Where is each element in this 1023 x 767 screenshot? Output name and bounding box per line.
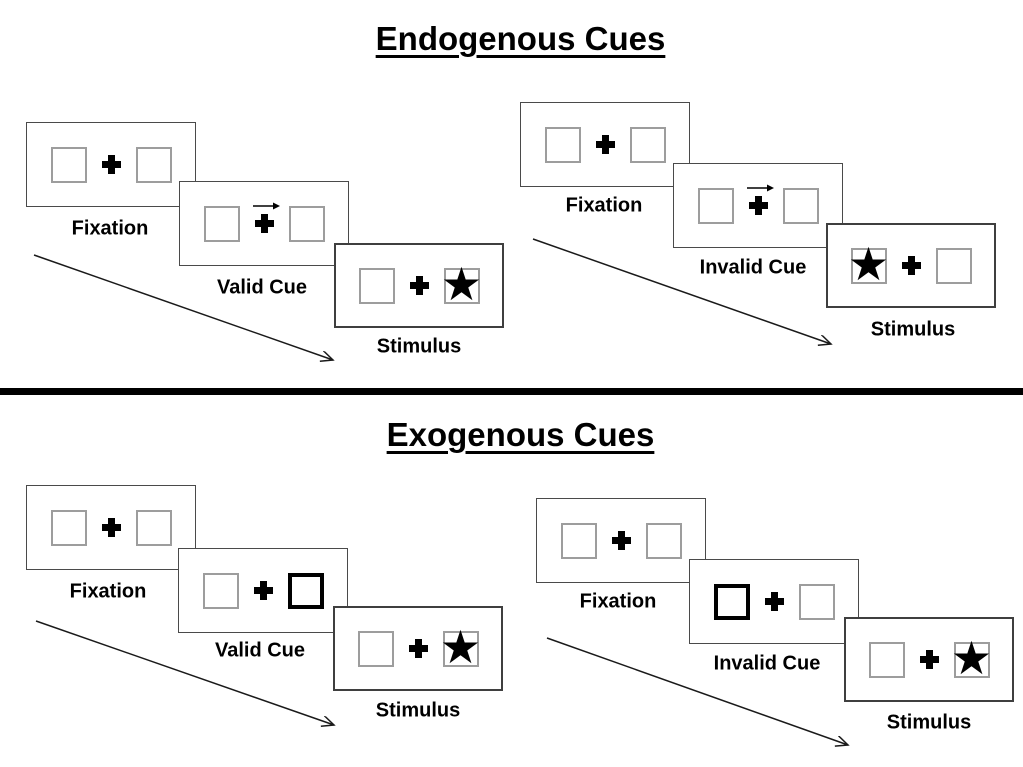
left-placeholder-box (544, 126, 581, 163)
endogenous-section-title: Endogenous Cues (0, 20, 1023, 58)
star-icon: ★ (440, 256, 483, 311)
fixation-cross-icon (253, 581, 273, 600)
stimulus-label: Stimulus (375, 699, 461, 722)
right-placeholder-box (782, 187, 819, 224)
fixation-label: Fixation (69, 580, 147, 603)
right-placeholder-box (629, 126, 666, 163)
cue-arrow-right-icon (253, 202, 280, 210)
right-placeholder-box (135, 509, 172, 546)
fixation-label: Fixation (565, 194, 643, 217)
left-placeholder-box (697, 187, 734, 224)
section-divider (0, 388, 1023, 395)
timeline-arrow (532, 238, 842, 351)
star-icon: ★ (439, 619, 482, 674)
fixation-cross-icon (101, 155, 121, 174)
valid-cue-label: Valid Cue (214, 639, 306, 662)
stimulus-label: Stimulus (886, 711, 972, 734)
left-placeholder-box (203, 205, 240, 242)
fixation-panel (26, 485, 196, 570)
fixation-panel (26, 122, 196, 207)
right-placeholder-box: ★ (440, 624, 481, 670)
left-placeholder-box: ★ (848, 241, 889, 287)
fixation-cross-icon (901, 256, 921, 275)
right-placeholder-box (135, 146, 172, 183)
right-placeholder-box (935, 247, 972, 284)
stimulus-panel: ★ (826, 223, 996, 308)
right-placeholder-box (645, 522, 682, 559)
fixation-cross-icon (595, 135, 615, 154)
fixation-label: Fixation (71, 217, 149, 240)
invalid-cue-panel (689, 559, 859, 644)
left-placeholder-box (358, 267, 395, 304)
right-placeholder-box (798, 583, 835, 620)
fixation-panel (520, 102, 690, 187)
fixation-cross-icon (611, 531, 631, 550)
left-cue-highlight-box (713, 583, 750, 620)
cue-arrow-right-icon (747, 184, 774, 192)
fixation-cross-icon (764, 592, 784, 611)
invalid-cue-panel (673, 163, 843, 248)
left-placeholder-box (50, 509, 87, 546)
timeline-arrow (546, 637, 855, 751)
star-icon: ★ (847, 236, 890, 291)
fixation-label: Fixation (579, 590, 657, 613)
invalid-cue-label: Invalid Cue (713, 652, 821, 675)
exogenous-title-text: Exogenous Cues (386, 416, 655, 453)
valid-cue-label: Valid Cue (216, 276, 308, 299)
star-icon: ★ (950, 630, 993, 685)
stimulus-panel: ★ (844, 617, 1014, 702)
left-placeholder-box (50, 146, 87, 183)
fixation-cross-icon (101, 518, 121, 537)
fixation-cross-icon (919, 650, 939, 669)
fixation-panel (536, 498, 706, 583)
stimulus-panel: ★ (333, 606, 503, 691)
right-placeholder-box: ★ (441, 261, 482, 307)
valid-cue-panel (179, 181, 349, 266)
stimulus-label: Stimulus (376, 335, 462, 358)
timeline-arrow (33, 254, 346, 368)
stimulus-panel: ★ (334, 243, 504, 328)
valid-cue-panel (178, 548, 348, 633)
invalid-cue-label: Invalid Cue (699, 256, 807, 279)
right-placeholder-box (288, 205, 325, 242)
fixation-cross-icon (409, 276, 429, 295)
left-placeholder-box (868, 641, 905, 678)
left-placeholder-box (357, 630, 394, 667)
stimulus-label: Stimulus (870, 318, 956, 341)
fixation-cross-icon (748, 196, 768, 215)
left-placeholder-box (560, 522, 597, 559)
fixation-cross-icon (254, 214, 274, 233)
exogenous-section-title: Exogenous Cues (0, 416, 1023, 454)
timeline-arrow (35, 620, 343, 731)
right-placeholder-box: ★ (951, 635, 992, 681)
fixation-cross-icon (408, 639, 428, 658)
right-cue-highlight-box (287, 572, 324, 609)
endogenous-title-text: Endogenous Cues (375, 20, 666, 57)
left-placeholder-box (202, 572, 239, 609)
